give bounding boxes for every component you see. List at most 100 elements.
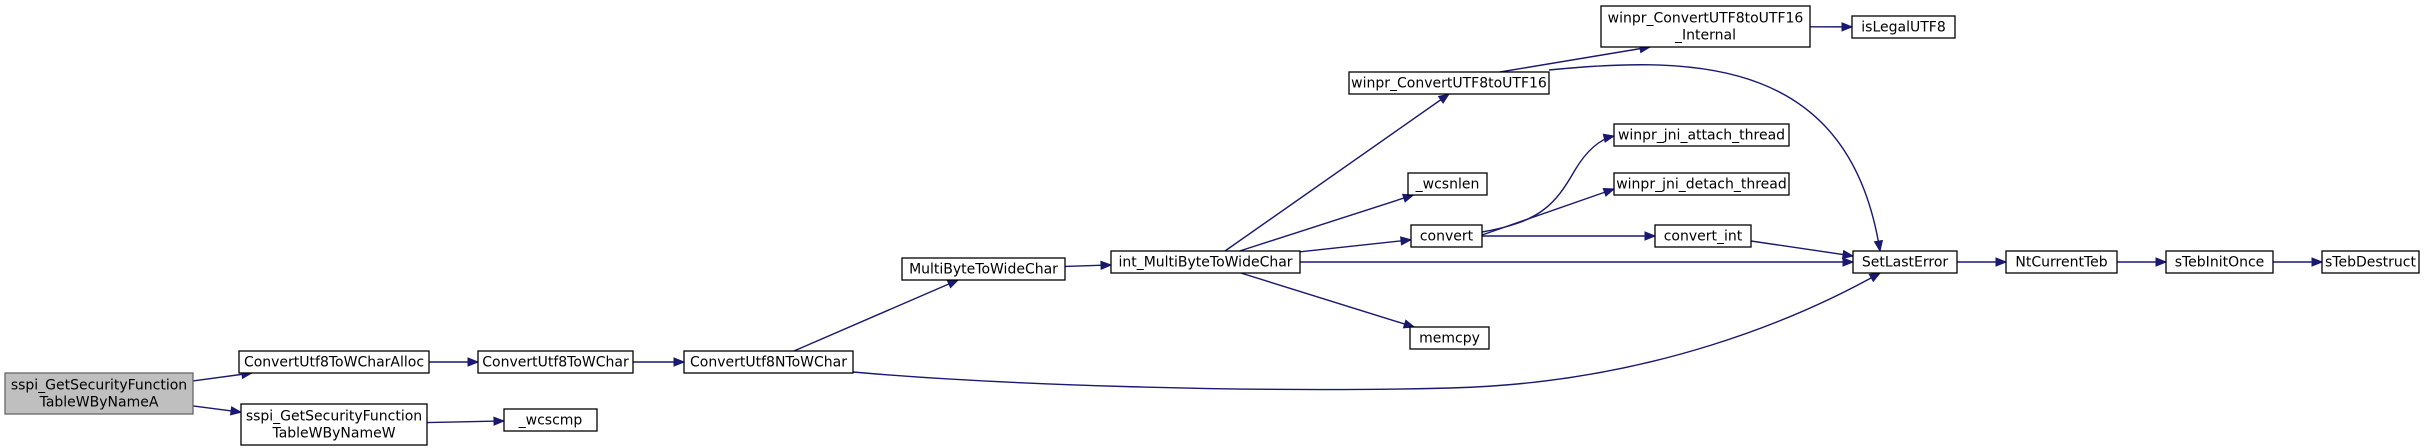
edge-setLastError-to-ntCurrentTeb — [1957, 257, 2008, 267]
edge-alloc-to-toWChar — [429, 357, 480, 367]
node-label: winpr_jni_detach_thread — [1616, 177, 1787, 193]
arrowhead — [1841, 249, 1855, 260]
node-attach[interactable]: winpr_jni_attach_thread — [1613, 123, 1790, 147]
node-label: convert — [1420, 229, 1474, 245]
edge-layer — [192, 22, 2324, 426]
arrowhead — [1602, 187, 1616, 197]
node-ntCurrentTeb[interactable]: NtCurrentTeb — [2005, 250, 2118, 274]
edge-mbtwc-to-intmbtwc — [1064, 260, 1113, 271]
node-label: memcpy — [1419, 331, 1480, 347]
edge-root-to-getW — [192, 405, 243, 416]
node-alloc[interactable]: ConvertUtf8ToWCharAlloc — [238, 350, 430, 374]
node-label: MultiByteToWideChar — [909, 262, 1058, 278]
node-intmbtwc[interactable]: int_MultiByteToWideChar — [1110, 250, 1301, 274]
node-box — [1613, 123, 1790, 147]
node-convertInt[interactable]: convert_int — [1654, 224, 1752, 248]
arrowhead — [946, 279, 960, 289]
node-winprConv[interactable]: winpr_ConvertUTF8toUTF16 — [1348, 71, 1550, 95]
node-label: sTebInitOnce — [2175, 255, 2265, 271]
node-detach[interactable]: winpr_jni_detach_thread — [1613, 172, 1790, 196]
node-winprInternal[interactable]: winpr_ConvertUTF8toUTF16_Internal — [1600, 5, 1811, 48]
node-sTebInitOnce[interactable]: sTebInitOnce — [2165, 250, 2274, 274]
edge-winprInternal-to-isLegal — [1809, 22, 1854, 32]
edge-intmbtwc-to-memcpy — [1240, 272, 1416, 329]
node-label: sTebDestruct — [2325, 255, 2416, 271]
node-label: winpr_jni_attach_thread — [1618, 128, 1785, 144]
arrowhead — [1437, 93, 1451, 104]
node-box — [503, 408, 598, 432]
node-label: sspi_GetSecurityFunction — [11, 378, 187, 394]
edge-convertInt-to-setLastError — [1750, 240, 1855, 260]
node-label: _wcsnlen — [1415, 177, 1480, 193]
arrowhead — [1873, 239, 1884, 253]
node-label: _Internal — [1674, 28, 1736, 44]
node-label: SetLastError — [1862, 255, 1949, 271]
node-wcsnlen[interactable]: _wcsnlen — [1407, 172, 1488, 196]
edge-toWChar-to-toNWChar — [633, 357, 686, 367]
node-label: ConvertUtf8ToWChar — [482, 355, 629, 371]
node-box — [1110, 250, 1301, 274]
arrowhead — [493, 416, 506, 426]
node-label: convert_int — [1664, 229, 1743, 245]
edge-intmbtwc-to-wcsnlen — [1239, 193, 1415, 252]
edge-convert-to-attach — [1481, 133, 1616, 233]
arrowhead — [1841, 22, 1854, 32]
node-label: int_MultiByteToWideChar — [1118, 255, 1292, 271]
node-wcscmp[interactable]: _wcscmp — [503, 408, 598, 432]
node-label: ConvertUtf8NToWChar — [690, 355, 847, 371]
arrowhead — [2311, 257, 2324, 267]
node-label: _wcscmp — [518, 413, 583, 429]
edge-toNWChar-to-mbtwc — [793, 279, 960, 352]
node-isLegal[interactable]: isLegalUTF8 — [1851, 15, 1956, 39]
node-label: ConvertUtf8ToWCharAlloc — [244, 355, 424, 371]
edge-winprConv-to-setLastError — [1548, 64, 1884, 253]
node-label: TableWByNameW — [271, 426, 395, 442]
node-convert[interactable]: convert — [1410, 224, 1483, 248]
node-label: winpr_ConvertUTF8toUTF16 — [1351, 76, 1547, 92]
node-box — [1409, 326, 1490, 350]
edge-sTebInitOnce-to-sTebDestruct — [2273, 257, 2324, 267]
node-box — [1407, 172, 1488, 196]
edge-getW-to-wcscmp — [426, 416, 506, 426]
arrowhead — [2155, 257, 2168, 267]
arrowhead — [1602, 133, 1616, 143]
node-box — [2165, 250, 2274, 274]
node-setLastError[interactable]: SetLastError — [1852, 250, 1958, 274]
edge-ntCurrentTeb-to-sTebInitOnce — [2117, 257, 2168, 267]
arrowhead — [673, 357, 686, 367]
node-box — [4, 372, 194, 415]
edge-intmbtwc-to-setLastError — [1300, 257, 1855, 267]
node-toWChar[interactable]: ConvertUtf8ToWChar — [477, 350, 634, 374]
arrowhead — [229, 406, 243, 416]
edge-toNWChar-to-setLastError — [852, 272, 1882, 391]
node-box — [901, 257, 1066, 281]
node-box — [2321, 250, 2420, 274]
arrowhead — [1868, 272, 1882, 283]
node-label: TableWByNameA — [39, 395, 159, 411]
node-label: isLegalUTF8 — [1861, 20, 1945, 36]
node-box — [1852, 250, 1958, 274]
node-mbtwc[interactable]: MultiByteToWideChar — [901, 257, 1066, 281]
node-label: sspi_GetSecurityFunction — [246, 409, 422, 425]
arrowhead — [1100, 260, 1113, 271]
node-box — [683, 350, 854, 374]
node-memcpy[interactable]: memcpy — [1409, 326, 1490, 350]
node-box — [240, 403, 428, 446]
node-box — [1851, 15, 1956, 39]
node-box — [1654, 224, 1752, 248]
edge-intmbtwc-to-winprConv — [1224, 93, 1451, 252]
node-toNWChar[interactable]: ConvertUtf8NToWChar — [683, 350, 854, 374]
arrowhead — [1842, 257, 1855, 267]
edge-convert-to-detach — [1481, 187, 1616, 236]
node-layer: sspi_GetSecurityFunctionTableWByNameACon… — [4, 5, 2420, 446]
arrowhead — [1644, 231, 1657, 241]
node-sTebDestruct[interactable]: sTebDestruct — [2321, 250, 2420, 274]
edge-convert-to-convertInt — [1482, 231, 1657, 241]
node-box — [2005, 250, 2118, 274]
node-box — [1410, 224, 1483, 248]
arrowhead — [1402, 319, 1416, 329]
node-box — [238, 350, 430, 374]
